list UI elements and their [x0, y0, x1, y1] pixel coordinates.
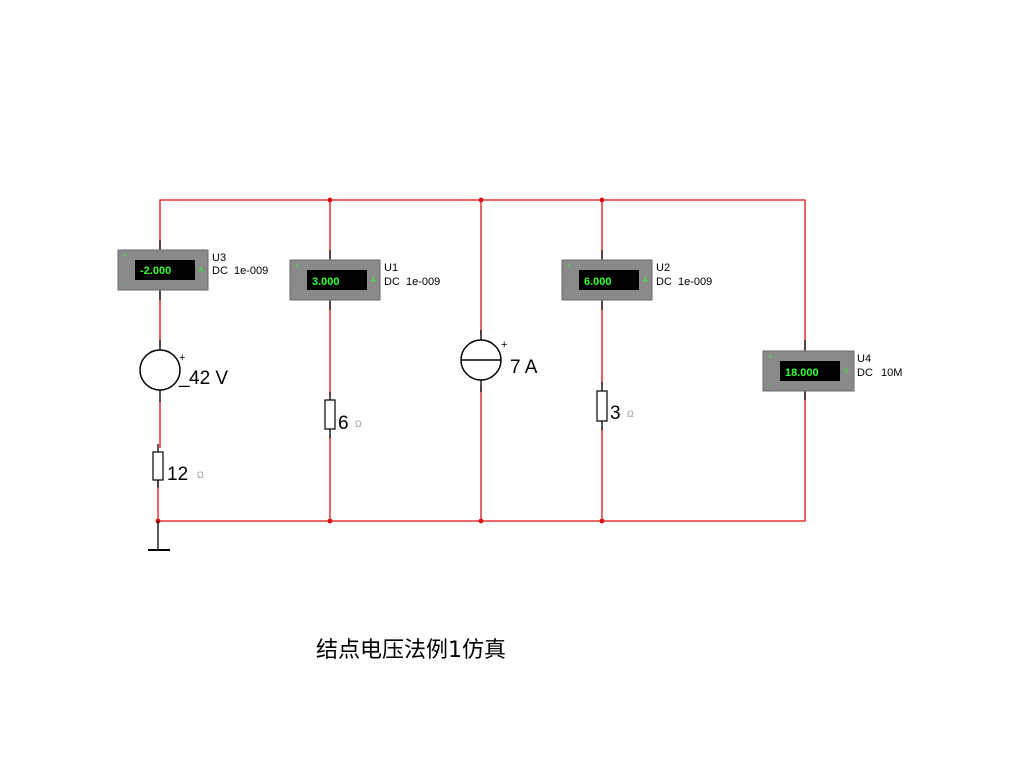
- meter-unit-glyph: A: [371, 277, 376, 284]
- junctions: [155, 197, 605, 524]
- junction-dot: [327, 518, 333, 524]
- meter-reading: 6.000: [584, 276, 612, 288]
- meter-u1[interactable]: 3.000 + - A U1 DC 1e-009: [289, 250, 440, 310]
- meter-u4[interactable]: 18.000 + - V U4 DC 10M: [762, 340, 902, 400]
- resistor-3[interactable]: 3 Ω: [596, 382, 634, 430]
- meter-ref-label: U1: [384, 262, 398, 274]
- meter-u3[interactable]: -2.000 + - A U3 DC 1e-009: [117, 240, 268, 300]
- current-source-plus: +: [501, 339, 507, 351]
- junction-dot: [478, 518, 484, 524]
- resistor-body: [324, 399, 336, 430]
- meter-minus-terminal: -: [768, 382, 771, 389]
- junction-dot: [327, 197, 333, 203]
- resistor-value: 12: [167, 464, 188, 485]
- resistor-unit-glyph: Ω: [627, 409, 634, 419]
- current-source[interactable]: + 7 A: [460, 330, 538, 392]
- voltage-source-minus: _: [178, 367, 190, 388]
- meter-resistance-label: 1e-009: [234, 265, 268, 277]
- resistor-12[interactable]: 12 Ω: [152, 444, 204, 488]
- current-source-value: 7 A: [510, 357, 538, 378]
- resistor-body: [152, 451, 164, 481]
- voltage-source[interactable]: + _ 42 V: [139, 340, 228, 402]
- meter-reading: 3.000: [312, 276, 340, 288]
- meter-minus-terminal: -: [567, 291, 570, 298]
- voltage-source-plus: +: [179, 352, 185, 364]
- meter-display: [307, 270, 367, 290]
- simulation-caption: 结点电压法例1仿真: [316, 638, 506, 663]
- junction-dot: [478, 197, 484, 203]
- meter-plus-terminal: +: [567, 263, 571, 270]
- resistor-value: 3: [610, 403, 621, 424]
- meter-reading: -2.000: [140, 265, 171, 277]
- meter-resistance-label: 1e-009: [678, 276, 712, 288]
- meter-display: [780, 361, 840, 381]
- meter-display: [135, 260, 195, 280]
- ground-symbol: [148, 521, 170, 551]
- resistor-unit-glyph: Ω: [197, 470, 204, 480]
- meter-display: [579, 270, 639, 290]
- meter-ref-label: U4: [857, 353, 871, 365]
- resistor-body: [596, 390, 608, 422]
- voltage-source-value: 42 V: [189, 368, 228, 389]
- junction-dot: [599, 518, 605, 524]
- junction-dot: [599, 197, 605, 203]
- meter-unit-glyph: A: [643, 277, 648, 284]
- voltage-source-symbol: [139, 349, 181, 391]
- meter-reading: 18.000: [785, 367, 819, 379]
- meter-u2[interactable]: 6.000 + - A U2 DC 1e-009: [561, 250, 712, 310]
- meter-mode-label: DC: [212, 265, 228, 277]
- meter-plus-terminal: +: [123, 253, 127, 260]
- meter-ref-label: U2: [656, 262, 670, 274]
- meter-mode-label: DC: [656, 276, 672, 288]
- meter-unit-glyph: A: [199, 267, 204, 274]
- meter-minus-terminal: -: [123, 281, 126, 288]
- meter-unit-glyph: V: [844, 368, 849, 375]
- meter-mode-label: DC: [857, 367, 873, 379]
- resistor-value: 6: [338, 413, 349, 434]
- meter-ref-label: U3: [212, 252, 226, 264]
- meter-plus-terminal: +: [295, 263, 299, 270]
- resistor-unit-glyph: Ω: [355, 419, 362, 429]
- meter-mode-label: DC: [384, 276, 400, 288]
- meter-plus-terminal: +: [768, 354, 772, 361]
- meter-resistance-label: 1e-009: [406, 276, 440, 288]
- resistor-6[interactable]: 6 Ω: [324, 392, 362, 438]
- meter-minus-terminal: -: [295, 291, 298, 298]
- meter-resistance-label: 10M: [881, 367, 902, 379]
